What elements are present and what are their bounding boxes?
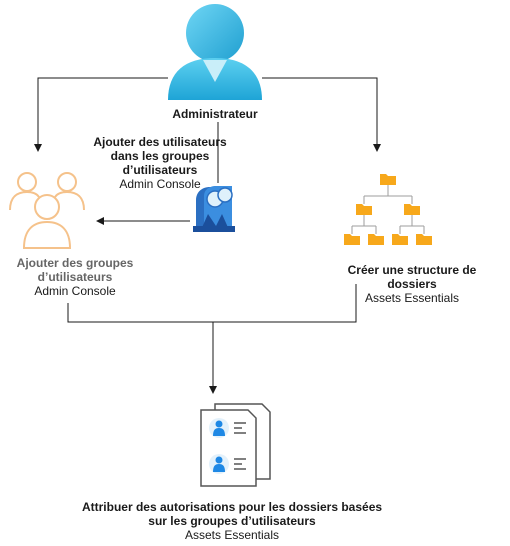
merge-connector [67, 284, 357, 394]
create-folders-subtitle: Assets Essentials [364, 291, 460, 305]
assign-title-line2: sur les groupes d’utilisateurs [148, 514, 316, 528]
user-documents-icon [200, 403, 271, 487]
create-folders-label: Créer une structure de dossiers Assets E… [327, 263, 497, 305]
administrator-label: Administrateur [172, 107, 258, 121]
add-users-title-line1: Ajouter des utilisateurs [93, 135, 227, 149]
create-folders-title-line1: Créer une structure de [347, 263, 477, 277]
administrator-user-icon [168, 4, 262, 100]
add-groups-label: Ajouter des groupes d’utilisateurs Admin… [0, 256, 150, 298]
user-group-icon [9, 172, 85, 249]
add-groups-subtitle: Admin Console [34, 284, 116, 298]
add-groups-title-line1: Ajouter des groupes [16, 256, 134, 270]
assign-title-line1: Attribuer des autorisations pour les dos… [81, 500, 383, 514]
assign-subtitle: Assets Essentials [184, 528, 280, 542]
create-folders-title-line2: dossiers [387, 277, 437, 291]
admin-left-connector [34, 77, 168, 152]
assign-permissions-label: Attribuer des autorisations pour les dos… [70, 500, 394, 542]
add-users-title-line3: d’utilisateurs [122, 163, 198, 177]
add-users-label: Ajouter des utilisateurs dans les groupe… [85, 135, 235, 191]
add-users-icon [193, 186, 235, 232]
add-users-title-line2: dans les groupes [110, 149, 210, 163]
folder-hierarchy-icon [344, 174, 432, 245]
add-users-subtitle: Admin Console [119, 177, 201, 191]
add-groups-title-line2: d’utilisateurs [37, 270, 113, 284]
admin-right-connector [262, 77, 381, 152]
